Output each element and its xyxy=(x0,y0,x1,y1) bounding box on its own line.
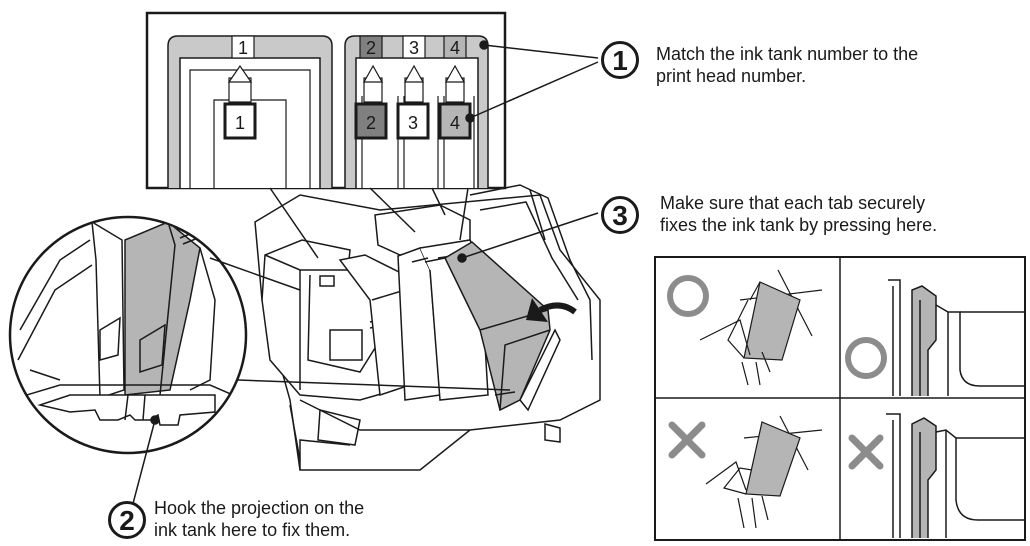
callout-2-text: Hook the projection on the ink tank here… xyxy=(154,497,364,541)
printer-carriage-illustration xyxy=(254,184,601,471)
tab-position-comparison-grid xyxy=(654,256,1026,541)
callout-3-text: Make sure that each tab securely fixes t… xyxy=(660,192,937,236)
callout-2-line-1: Hook the projection on the xyxy=(154,498,365,518)
print-head-slot-inset: 1 2 3 4 1 2 3 4 xyxy=(145,11,507,190)
head-slot-label-3: 3 xyxy=(409,38,419,58)
cross-mark-icon xyxy=(668,421,706,459)
incorrect-section-cell xyxy=(848,413,1024,538)
tank-label-2: 2 xyxy=(366,113,376,133)
circle-mark-icon xyxy=(667,275,709,317)
inset-leader-lines xyxy=(269,187,469,259)
circle-leader-lines xyxy=(209,257,511,391)
tank-label-1: 1 xyxy=(235,113,245,133)
correct-perspective-cell xyxy=(667,269,823,386)
head-slot-label-1: 1 xyxy=(238,38,248,58)
callout-1-number: 1 xyxy=(601,41,639,79)
callout-1-text: Match the ink tank number to the print h… xyxy=(656,43,918,87)
callout-1-line-1: Match the ink tank number to the xyxy=(656,44,919,64)
head-slot-label-4: 4 xyxy=(450,38,460,58)
callout-3-number: 3 xyxy=(601,196,639,234)
tank-label-4: 4 xyxy=(450,113,460,133)
callout-pointer-lines xyxy=(129,40,599,516)
callout-2-line-2: ink tank here to fix them. xyxy=(154,520,351,540)
callout-2-number: 2 xyxy=(108,501,146,539)
projection-hook-inset xyxy=(8,215,248,455)
cross-mark-icon xyxy=(848,434,884,470)
circle-mark-icon xyxy=(845,337,887,379)
callout-3-line-2: fixes the ink tank by pressing here. xyxy=(660,215,938,235)
callout-1-line-2: print head number. xyxy=(656,66,807,86)
incorrect-perspective-cell xyxy=(668,415,823,529)
callout-3-line-1: Make sure that each tab securely xyxy=(660,193,926,213)
head-slot-label-2: 2 xyxy=(366,38,376,58)
correct-section-cell xyxy=(845,279,1024,396)
tank-label-3: 3 xyxy=(408,113,418,133)
